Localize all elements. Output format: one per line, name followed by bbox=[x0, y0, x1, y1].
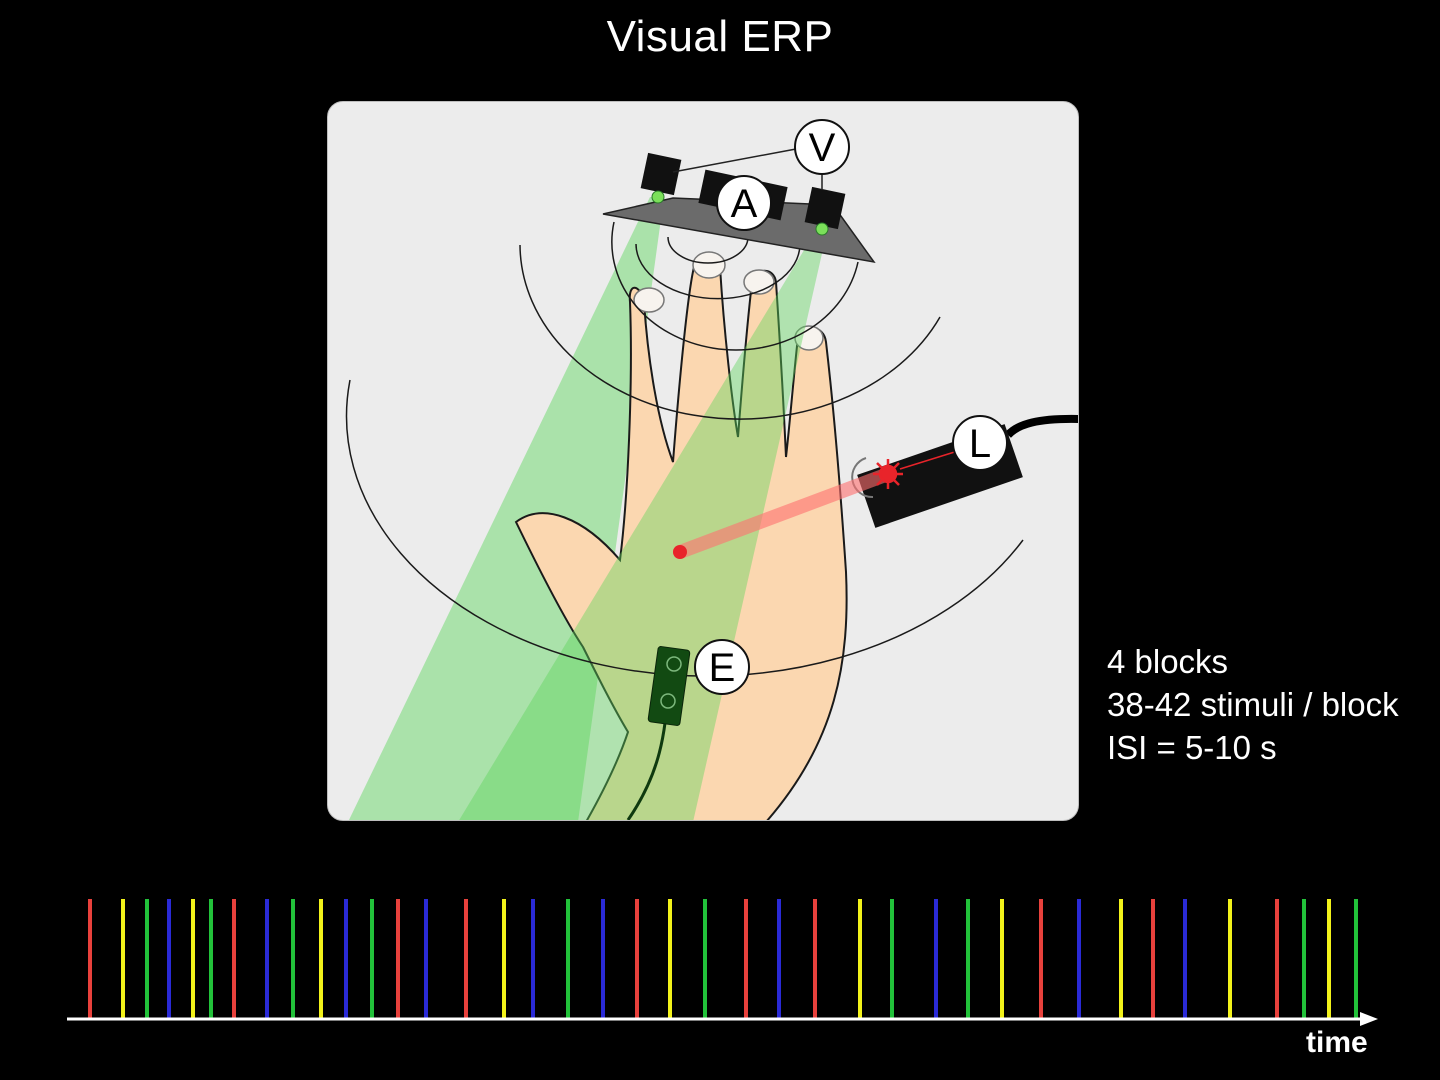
protocol-info: 4 blocks 38-42 stimuli / block ISI = 5-1… bbox=[1107, 640, 1440, 769]
label-circle-e bbox=[694, 639, 750, 695]
info-blocks: 4 blocks bbox=[1107, 643, 1229, 680]
laser-cable bbox=[1005, 414, 1078, 438]
laser-burst-icon bbox=[873, 459, 903, 489]
stimulus-timeline bbox=[67, 899, 1378, 1026]
label-circle-v bbox=[794, 119, 850, 175]
electrode-contact bbox=[660, 693, 676, 709]
fingernail bbox=[743, 269, 775, 295]
hand-stimulation-figure: V A L E bbox=[327, 101, 1079, 821]
led-box-right bbox=[804, 186, 846, 230]
led-wire bbox=[672, 148, 797, 173]
label-a: A bbox=[731, 182, 758, 226]
label-v: V bbox=[809, 126, 836, 170]
green-led bbox=[815, 222, 829, 236]
info-stimuli: 38-42 stimuli / block bbox=[1107, 686, 1399, 723]
laser-beam bbox=[673, 467, 895, 559]
slide-title: Visual ERP bbox=[606, 12, 834, 61]
electrode-contact bbox=[666, 656, 682, 672]
label-circle-l bbox=[952, 415, 1008, 471]
time-axis-label: time bbox=[1306, 1026, 1368, 1059]
fingernail bbox=[692, 251, 726, 279]
fingernail bbox=[794, 325, 824, 351]
label-e: E bbox=[709, 646, 736, 690]
label-circle-a bbox=[716, 175, 772, 231]
hand-stimulation-illustration: V A L E bbox=[345, 119, 1078, 820]
laser-spot bbox=[673, 545, 687, 559]
green-led bbox=[651, 190, 665, 204]
fingernail bbox=[633, 287, 665, 313]
sound-waves bbox=[345, 221, 1024, 677]
stimulus-lines bbox=[88, 899, 1358, 1019]
laser-wire bbox=[899, 449, 962, 470]
info-isi: ISI = 5-10 s bbox=[1107, 729, 1277, 766]
electrode bbox=[647, 646, 691, 726]
time-axis-arrow-icon bbox=[1360, 1012, 1378, 1026]
label-l: L bbox=[969, 422, 991, 466]
led-box-left bbox=[640, 152, 682, 196]
light-beam-right bbox=[459, 227, 828, 820]
light-beam-left bbox=[348, 197, 664, 820]
